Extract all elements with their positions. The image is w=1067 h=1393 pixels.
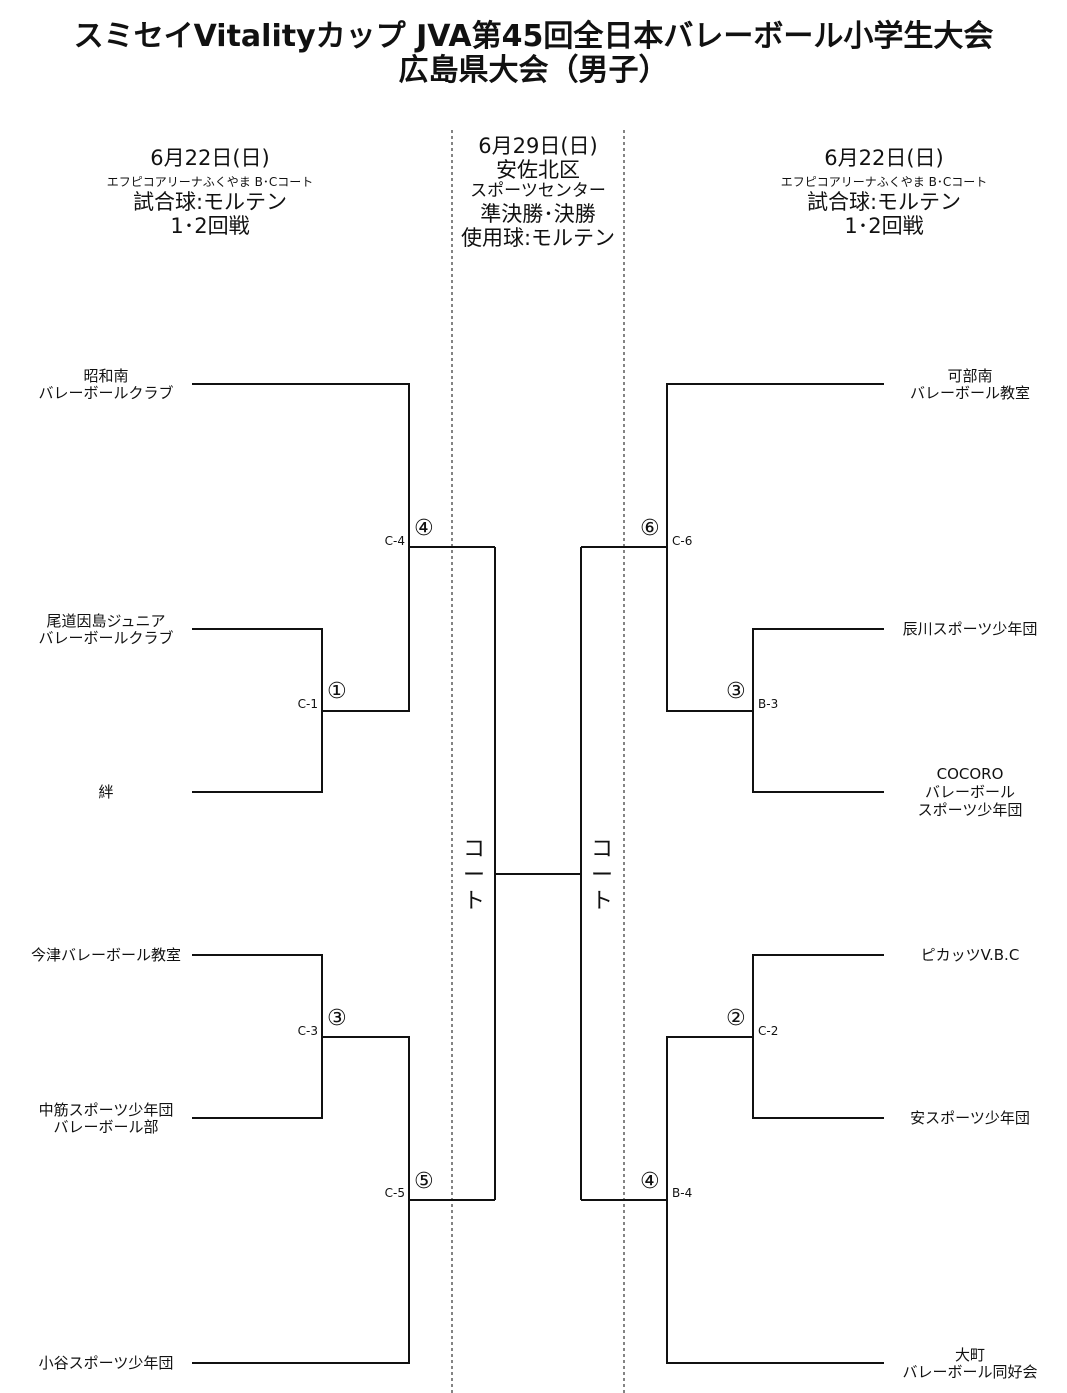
match-number: ② — [726, 1006, 746, 1031]
team-name: 大町 — [955, 1346, 985, 1364]
left-team-names: 昭和南 バレーボールクラブ 尾道因島ジュニア バレーボールクラブ 絆 今津バレー… — [31, 367, 181, 1372]
right-schedule-info: 6月22日(日) エフピコアリーナふくやま B･Cコート 試合球:モルテン 1･… — [734, 146, 1034, 238]
match-code: C-3 — [298, 1024, 318, 1038]
team-name: スポーツ少年団 — [918, 801, 1023, 819]
team-name: 中筋スポーツ少年団 — [39, 1101, 174, 1119]
court-label-char: コ — [463, 837, 485, 862]
match-code: B-4 — [672, 1186, 692, 1200]
match-code: B-3 — [758, 697, 778, 711]
center-rounds: 準決勝･決勝 — [480, 201, 596, 226]
match-labels: C-1 ① C-3 ③ C-4 ④ C-5 ⑤ B-3 ③ C-2 ② C-6 … — [298, 516, 779, 1200]
match-code: C-6 — [672, 534, 692, 548]
match-number: ⑥ — [640, 516, 660, 541]
center-ball: 使用球:モルテン — [460, 225, 616, 250]
team-name: 安スポーツ少年団 — [910, 1109, 1030, 1127]
team-name: 絆 — [98, 783, 113, 801]
team-name: バレーボール同好会 — [902, 1363, 1037, 1381]
right-rounds: 1･2回戦 — [844, 214, 924, 239]
left-date: 6月22日(日) — [150, 146, 270, 170]
left-ball: 試合球:モルテン — [132, 189, 288, 214]
court-label-char: ト — [463, 889, 485, 914]
match-c6-line — [666, 383, 884, 712]
team-name: 辰川スポーツ少年団 — [903, 620, 1038, 638]
match-code: C-4 — [385, 534, 405, 548]
match-number: ③ — [327, 1006, 347, 1031]
match-number: ① — [327, 679, 347, 704]
left-schedule-info: 6月22日(日) エフピコアリーナふくやま B･Cコート 試合球:モルテン 1･… — [60, 146, 360, 238]
match-number: ④ — [414, 516, 434, 541]
right-team-names: 可部南 バレーボール教室 辰川スポーツ少年団 COCORO バレーボール スポー… — [902, 367, 1037, 1381]
court-label-char: ト — [591, 889, 613, 914]
right-venue: エフピコアリーナふくやま B･Cコート — [780, 175, 988, 190]
team-name: COCORO — [937, 765, 1004, 783]
team-name: バレーボールクラブ — [38, 384, 173, 402]
left-venue: エフピコアリーナふくやま B･Cコート — [106, 175, 314, 190]
match-b4-line — [666, 1036, 884, 1364]
match-code: C-2 — [758, 1024, 778, 1038]
page-title-line2: 広島県大会（男子） — [398, 53, 669, 88]
center-date: 6月29日(日) — [478, 134, 598, 158]
page-title-line1: スミセイVitalityカップ JVA第45回全日本バレーボール小学生大会 — [73, 19, 994, 54]
team-name: バレーボール部 — [53, 1118, 158, 1136]
court-labels: コ ー ト コ ー ト — [463, 837, 613, 914]
center-venue-line2: スポーツセンター — [470, 181, 606, 202]
court-label-char: ー — [591, 863, 613, 888]
team-name: 昭和南 — [83, 367, 128, 385]
team-name: ピカッツV.B.C — [921, 946, 1020, 964]
court-label-char: ー — [463, 863, 485, 888]
match-number: ④ — [640, 1169, 660, 1194]
team-name: 尾道因島ジュニア — [47, 612, 166, 630]
team-name: 今津バレーボール教室 — [31, 946, 181, 964]
right-ball: 試合球:モルテン — [806, 189, 962, 214]
match-number: ③ — [726, 679, 746, 704]
right-date: 6月22日(日) — [824, 146, 944, 170]
left-rounds: 1･2回戦 — [170, 214, 250, 239]
team-name: 可部南 — [947, 367, 992, 385]
team-name: バレーボール教室 — [910, 384, 1030, 402]
match-c5-line — [192, 1036, 410, 1364]
bracket-lines — [192, 383, 884, 1364]
team-name: 小谷スポーツ少年団 — [39, 1354, 174, 1372]
match-code: C-5 — [385, 1186, 405, 1200]
match-code: C-1 — [298, 697, 318, 711]
team-name: バレーボールクラブ — [38, 629, 173, 647]
court-label-char: コ — [591, 837, 613, 862]
center-venue-line1: 安佐北区 — [496, 158, 580, 183]
center-schedule-info: 6月29日(日) 安佐北区 スポーツセンター 準決勝･決勝 使用球:モルテン — [452, 134, 624, 250]
team-name: バレーボール — [925, 783, 1015, 801]
match-c4-line — [192, 383, 410, 712]
match-number: ⑤ — [414, 1169, 434, 1194]
